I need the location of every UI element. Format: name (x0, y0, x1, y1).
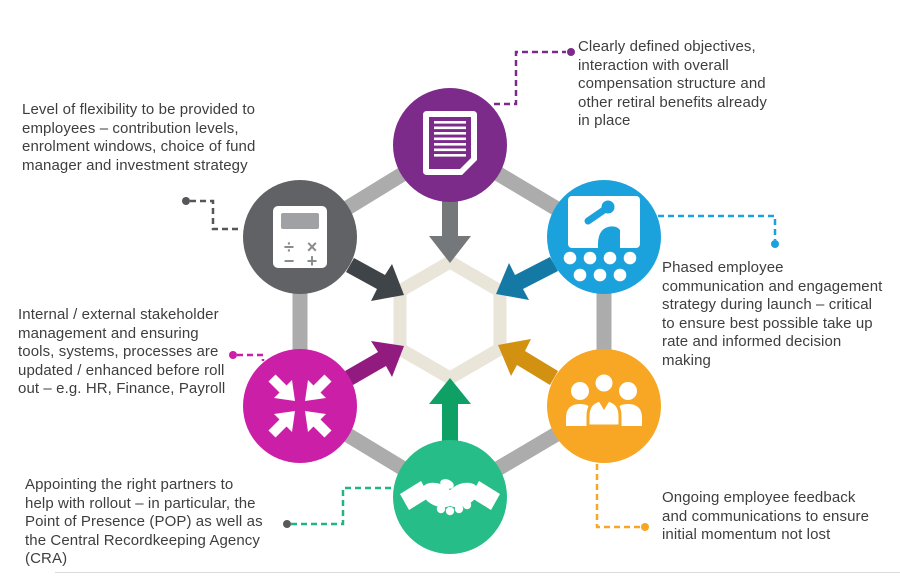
dot-partners (283, 520, 291, 528)
svg-text:÷: ÷ (284, 237, 294, 257)
connector-partners (291, 486, 392, 526)
people-icon (566, 371, 642, 428)
node-flexibility: ÷ × − + (243, 180, 357, 294)
annotation-partners: Appointing the right partners to help wi… (25, 476, 263, 567)
inward-arrows (345, 198, 558, 441)
connector-objectives (494, 50, 566, 106)
connector-feedback (595, 464, 641, 529)
dot-feedback (641, 523, 649, 531)
arrow-from-partners (429, 378, 471, 441)
presentation-icon (563, 196, 640, 282)
handshake-icon (400, 479, 500, 516)
node-objectives (393, 88, 507, 202)
dot-communication (771, 240, 779, 248)
connector-dots (182, 48, 779, 531)
node-partners (393, 440, 507, 554)
connector-communication (658, 214, 777, 240)
node-stakeholder (243, 349, 357, 463)
dot-flexibility (182, 197, 190, 205)
connector-stakeholder (237, 353, 265, 361)
arrow-from-objectives (429, 198, 471, 263)
svg-text:+: + (307, 251, 318, 271)
connector-flexibility (190, 199, 241, 231)
annotation-feedback: Ongoing employee feedback and communicat… (662, 489, 870, 543)
stakeholder-circle (243, 349, 357, 463)
arrow-from-stakeholder (345, 341, 404, 385)
svg-text:−: − (284, 251, 295, 271)
dot-stakeholder (229, 351, 237, 359)
annotation-objectives: Clearly defined objectives, interaction … (578, 38, 767, 129)
converging-arrows-icon (268, 374, 332, 438)
node-communication (547, 180, 661, 294)
calculator-icon: ÷ × − + (273, 206, 327, 271)
annotation-flexibility: Level of flexibility to be provided to e… (22, 101, 256, 174)
annotation-stakeholder: Internal / external stakeholder manageme… (18, 306, 226, 397)
footer-divider (55, 572, 900, 573)
node-feedback (547, 349, 661, 463)
dot-objectives (567, 48, 575, 56)
arrow-from-feedback (498, 339, 558, 385)
arrow-from-flexibility (346, 258, 404, 301)
svg-text:×: × (307, 237, 318, 257)
annotation-communication: Phased employee communication and engage… (662, 259, 883, 369)
center-hexagon (393, 254, 507, 386)
callout-connectors (190, 50, 777, 529)
arrow-from-communication (496, 257, 558, 300)
document-icon (423, 111, 477, 175)
